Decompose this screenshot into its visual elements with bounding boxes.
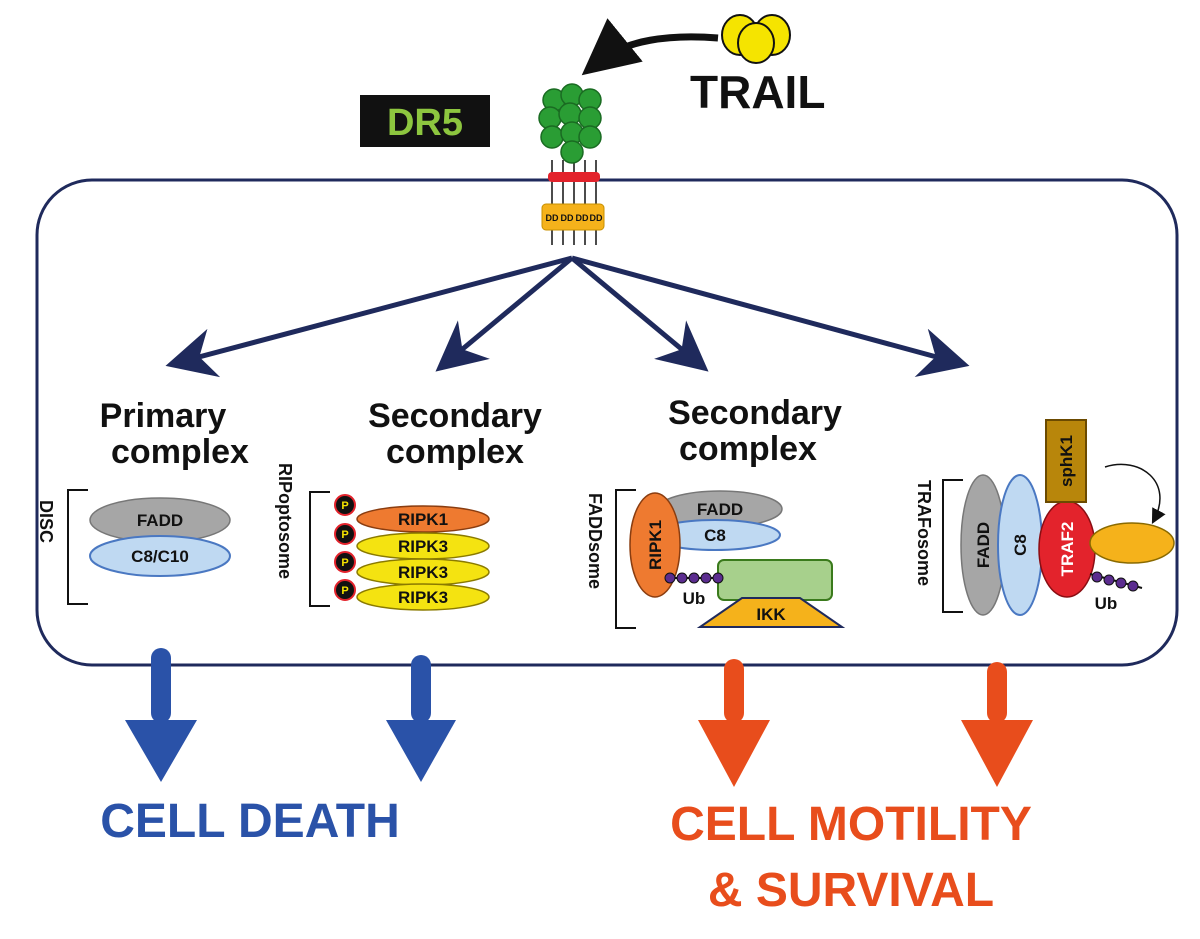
signal-arrows — [165, 255, 970, 378]
trafosome-complex: TRAFosome FADD C8 TRAF2 sphK1 Ub — [914, 419, 1175, 616]
ripoptosome-complex: Secondary complex RIPoptosome RIPK1 RIPK… — [275, 397, 542, 611]
ripoptosome-title-line2: complex — [386, 433, 524, 471]
faddsome-label: FADDsome — [585, 493, 605, 589]
ripk3-protein-3 — [356, 583, 490, 611]
ripk3-label-2: RIPK3 — [398, 563, 448, 582]
phospho-group: P P P P — [334, 494, 356, 601]
target-protein — [1089, 522, 1175, 564]
ripoptosome-title-line1: Secondary — [368, 397, 542, 435]
death-domain-label-3: DD — [576, 213, 589, 223]
trail-ligand — [721, 14, 791, 64]
ubiquitin-label-4: Ub — [1095, 594, 1118, 613]
c8-label-4: C8 — [1011, 534, 1030, 556]
adaptor-box — [717, 559, 833, 601]
fadd-label-3: FADD — [697, 500, 743, 519]
caspase-8-10-label: C8/C10 — [131, 547, 189, 566]
dr5-badge: DR5 — [360, 95, 490, 147]
cell-motility-label: CELL MOTILITY — [670, 798, 1032, 851]
disc-label: DISC — [36, 500, 56, 543]
ripk1-protein — [356, 505, 490, 533]
ubiquitination-arrow — [1104, 463, 1166, 524]
ikk-protein — [696, 597, 846, 628]
c8-label-3: C8 — [704, 526, 726, 545]
dr5-label: DR5 — [387, 102, 463, 144]
ripk3-label-1: RIPK3 — [398, 537, 448, 556]
primary-complex-title-line2: complex — [111, 433, 249, 471]
ripk1-protein-3 — [629, 492, 681, 598]
fadd-label-4: FADD — [974, 522, 993, 568]
ripk1-label: RIPK1 — [398, 510, 448, 529]
phospho-label-1: P — [341, 500, 348, 512]
sphk1-protein — [1045, 419, 1087, 503]
cell-membrane — [35, 178, 1179, 667]
ripk1-label-3: RIPK1 — [646, 520, 665, 570]
ikk-label: IKK — [756, 605, 786, 624]
faddsome-title-line1: Secondary — [668, 394, 842, 432]
traf2-label: TRAF2 — [1058, 522, 1077, 577]
phospho-label-4: P — [341, 585, 348, 597]
ripk3-label-3: RIPK3 — [398, 588, 448, 607]
survival-arrow-1 — [698, 659, 770, 787]
death-domain-label-4: DD — [590, 213, 603, 223]
binding-arrow — [581, 18, 719, 76]
survival-label: & SURVIVAL — [708, 864, 994, 917]
ubiquitin-chain-3 — [664, 572, 724, 584]
fadd-label: FADD — [137, 511, 183, 530]
survival-arrow-2 — [961, 662, 1033, 787]
cell-death-label: CELL DEATH — [100, 795, 400, 848]
primary-complex-title-line1: Primary — [100, 397, 227, 435]
trafosome-label: TRAFosome — [914, 480, 934, 586]
sphk1-label: sphK1 — [1057, 435, 1076, 487]
death-domain-label-1: DD — [546, 213, 559, 223]
ubiquitin-chain-4 — [1089, 571, 1143, 592]
death-arrow-2 — [386, 655, 456, 782]
faddsome-complex: Secondary complex FADDsome FADD C8 RIPK1… — [585, 394, 846, 629]
trail-label: TRAIL — [690, 66, 825, 118]
ubiquitin-label-3: Ub — [683, 589, 706, 608]
ripoptosome-label: RIPoptosome — [275, 463, 295, 579]
dr5-receptor: DD DD DD DD — [538, 83, 605, 245]
faddsome-title-line2: complex — [679, 430, 817, 468]
phospho-label-2: P — [341, 529, 348, 541]
death-arrow-1 — [125, 648, 197, 782]
phospho-label-3: P — [341, 557, 348, 569]
death-domain-label-2: DD — [561, 213, 574, 223]
caspase-8-10-protein — [89, 535, 231, 577]
primary-complex: Primary complex DISC FADD C8/C10 — [36, 397, 249, 605]
